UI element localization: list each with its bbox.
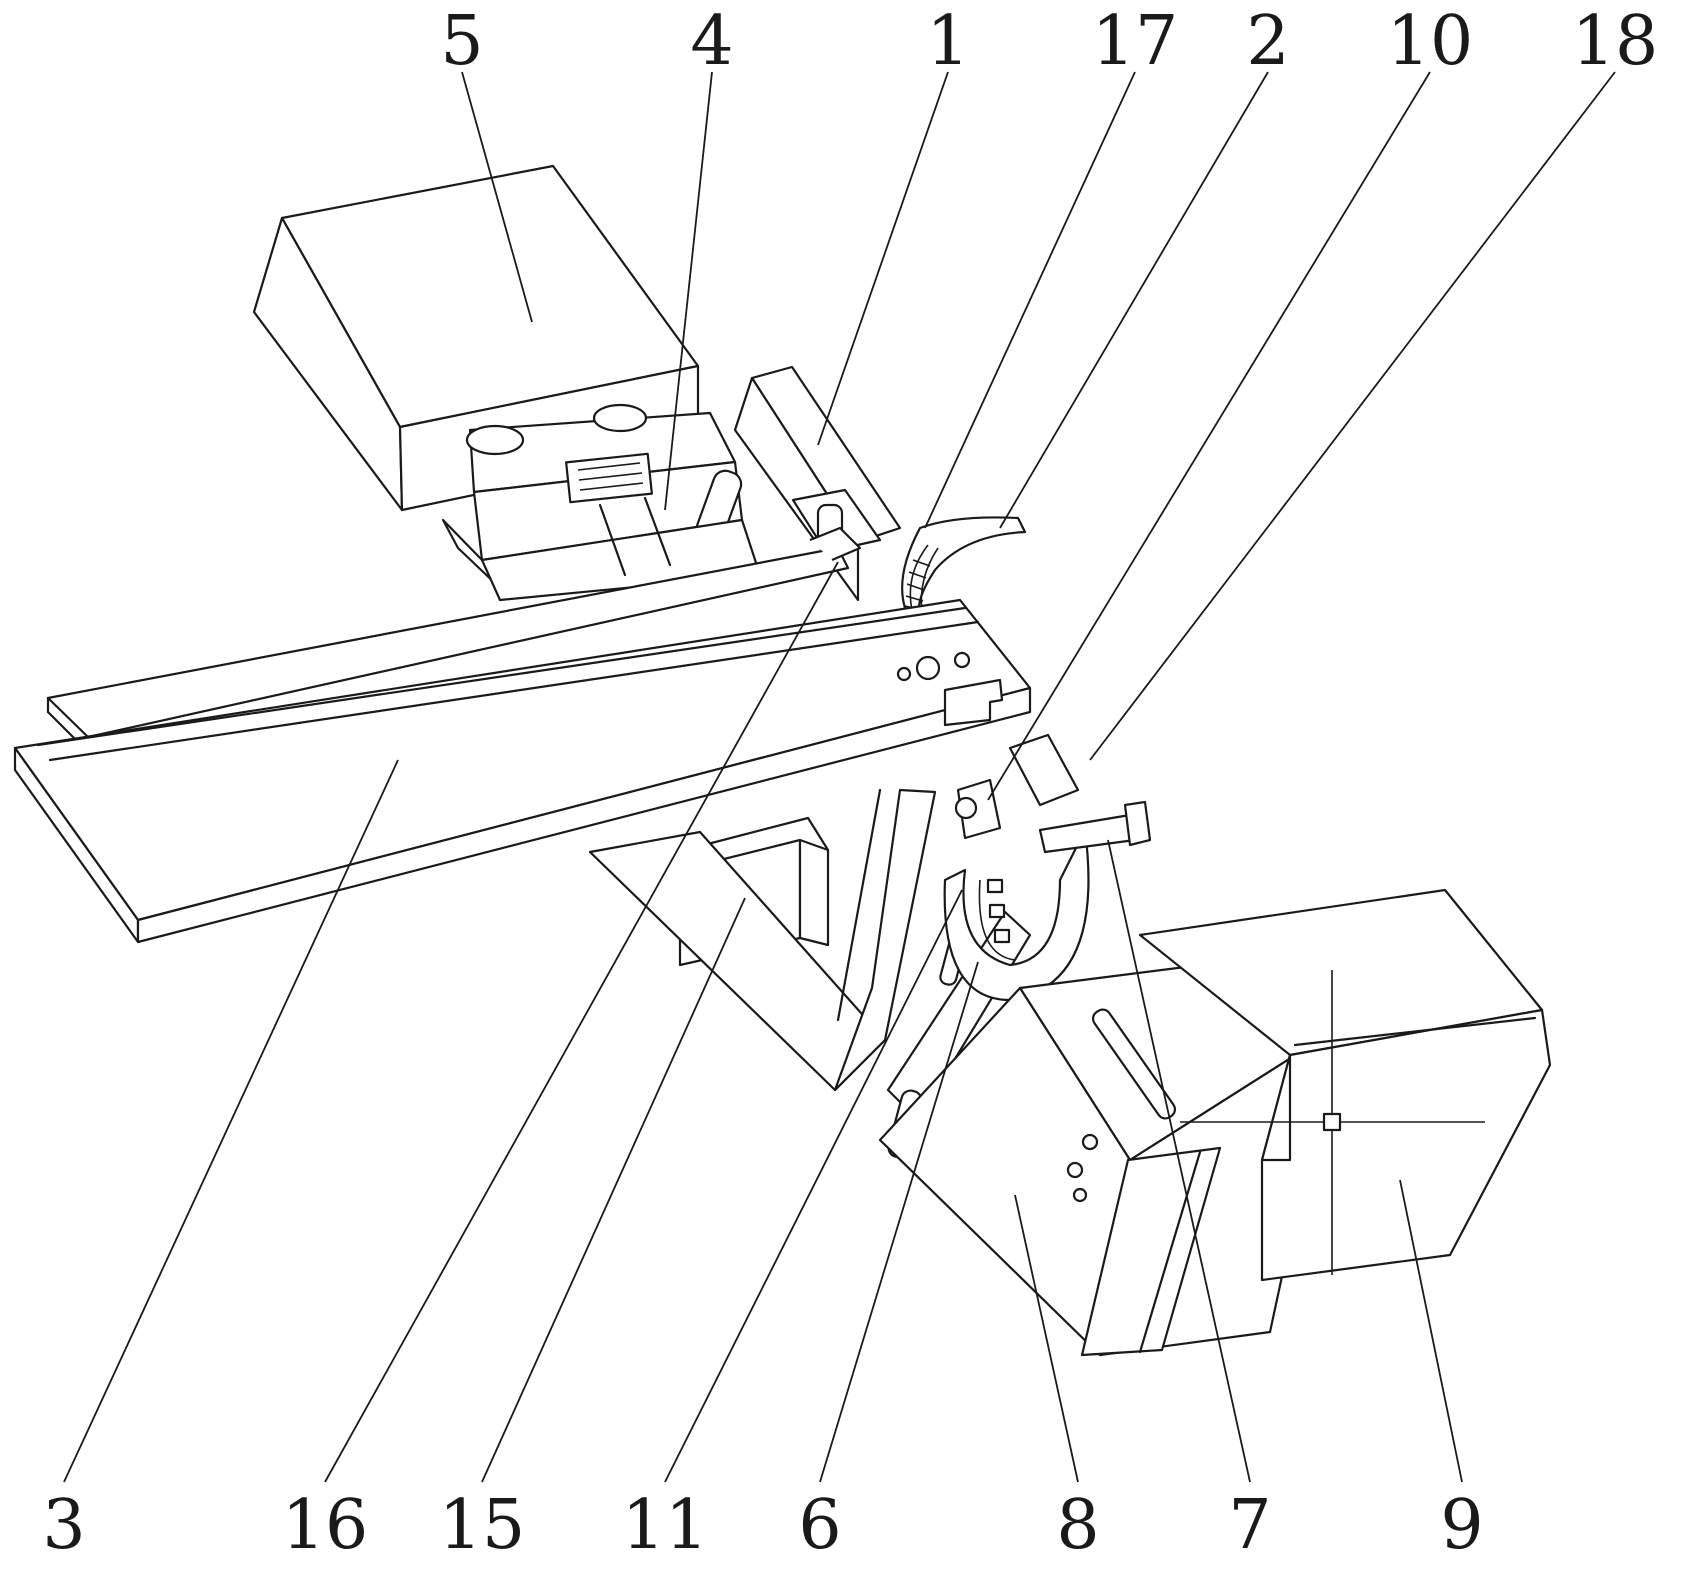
callout-10: 10 — [1386, 2, 1474, 81]
callout-15: 15 — [438, 1486, 526, 1565]
callout-1: 1 — [926, 2, 970, 81]
part-3-main-beam — [13, 598, 1032, 944]
callout-11: 11 — [621, 1486, 709, 1565]
part-10-clamp — [943, 733, 1152, 1002]
part-9-end-box — [1138, 888, 1552, 1282]
callout-6: 6 — [798, 1486, 842, 1565]
callout-18: 18 — [1571, 2, 1659, 81]
callout-7: 7 — [1228, 1486, 1272, 1565]
part-2-arc-guide — [901, 516, 1027, 620]
part-11-column — [588, 788, 937, 1092]
callout-4: 4 — [690, 2, 734, 81]
part-16-upper-rail — [46, 526, 862, 754]
leader-lines — [63, 71, 1616, 1483]
callout-2: 2 — [1246, 2, 1290, 81]
callout-5: 5 — [440, 2, 484, 81]
callout-16: 16 — [281, 1486, 369, 1565]
callout-3: 3 — [42, 1486, 86, 1565]
callout-8: 8 — [1056, 1486, 1100, 1565]
callout-17: 17 — [1091, 2, 1179, 81]
callout-9: 9 — [1440, 1486, 1484, 1565]
